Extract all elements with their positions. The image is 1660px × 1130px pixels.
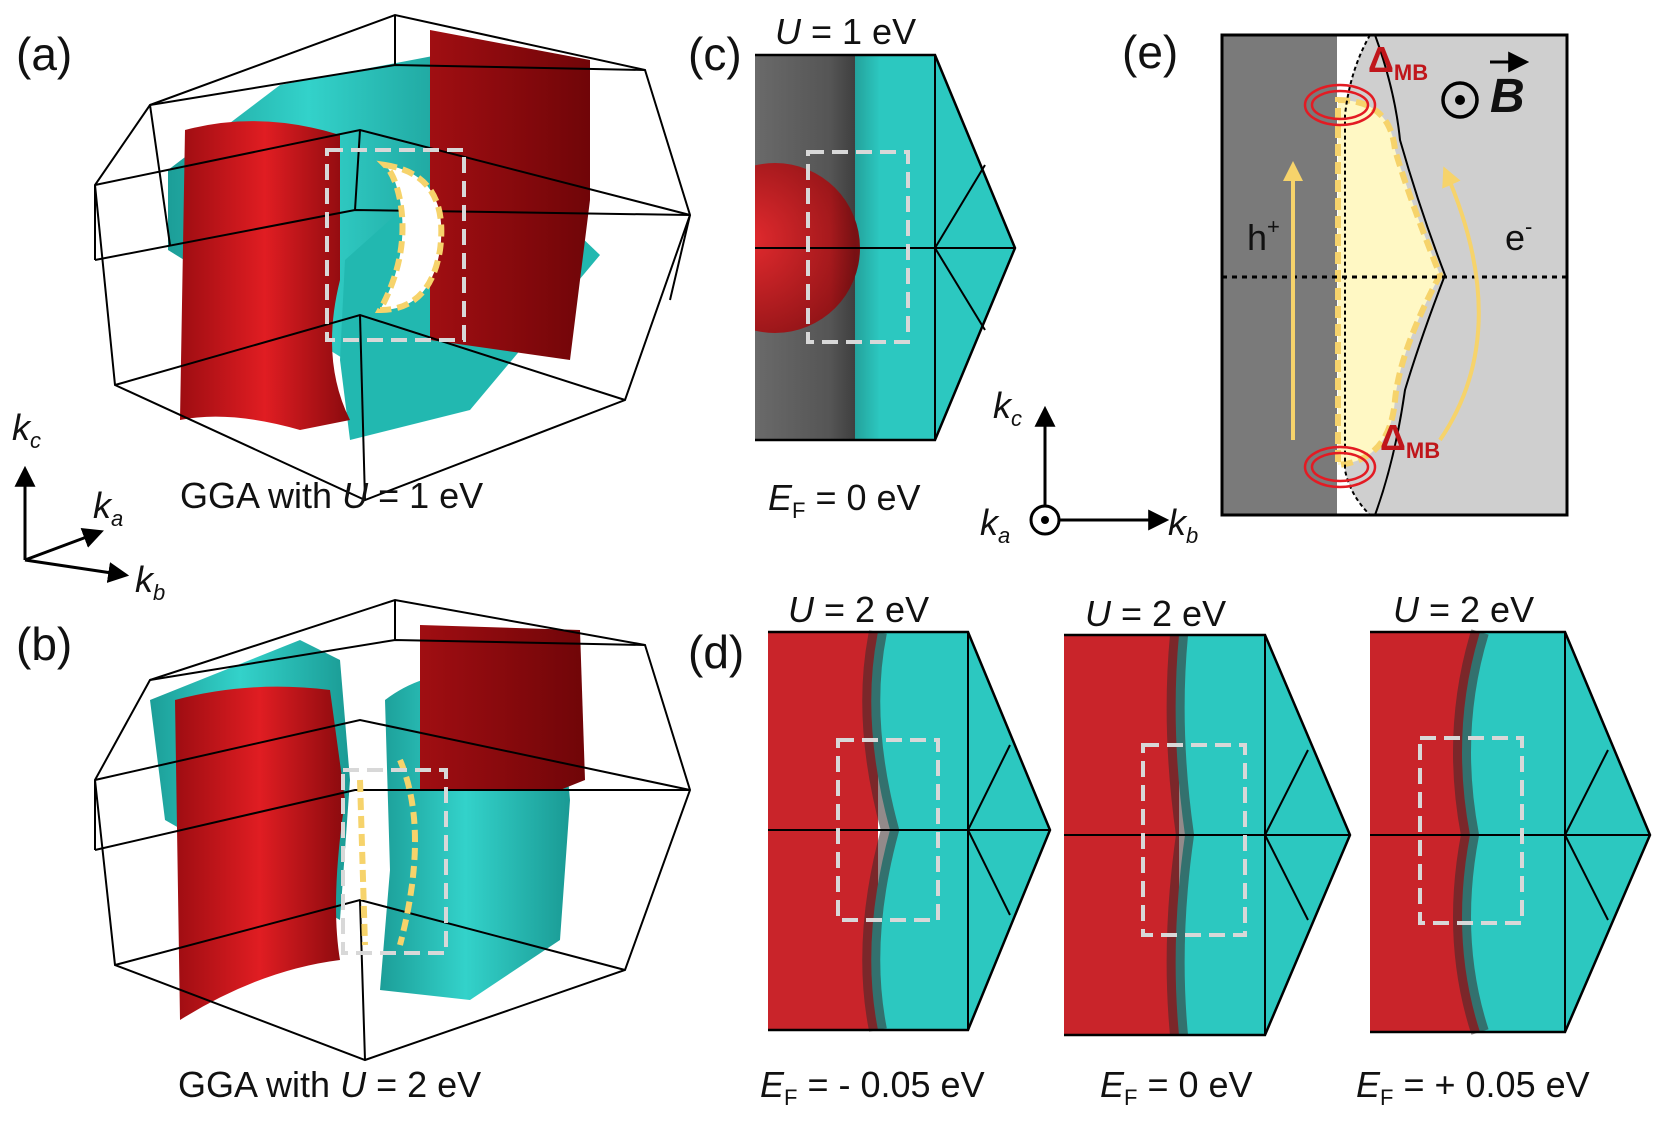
axis-kb-3d: kb (135, 559, 165, 605)
axis-ka-2d: ka (980, 502, 1010, 548)
hole-label: h+ (1247, 214, 1280, 258)
panel-e-frame (1220, 33, 1569, 517)
axes-2d: kc ka kb (980, 385, 1198, 548)
panel-c: (c) U = 1 eV EF = 0 eV (688, 11, 1017, 523)
orbit-outline-b (357, 758, 418, 946)
slice-d3: U = 2 eV EF = + 0.05 eV (1356, 589, 1652, 1110)
red-fermi-surface-b (175, 625, 585, 1020)
axis-ka-3d: ka (93, 485, 123, 531)
dashed-box-d1 (836, 738, 940, 922)
slice-d2: U = 2 eV EF = 0 eV (1064, 593, 1352, 1110)
hole-region (1222, 35, 1337, 515)
caption-b: GGA with U = 2 eV (178, 1064, 481, 1105)
caption-a: GGA with U = 1 eV (180, 475, 483, 516)
electron-label: e- (1505, 214, 1532, 258)
mb-gap-label-top: ΔMB (1368, 39, 1428, 85)
panel-b: (b) GGA with U = 2 eV (16, 598, 692, 1105)
slice-c-bottom-label: EF = 0 eV (768, 477, 921, 523)
brillouin-zone-a (93, 13, 692, 502)
orbit-outline-a (374, 160, 445, 314)
field-label: B (1490, 70, 1525, 123)
panel-a-letter: (a) (16, 28, 72, 80)
slice-d1-top-label: U = 2 eV (788, 589, 929, 630)
dashed-box-a (325, 148, 466, 342)
slice-d1-bottom-label: EF = - 0.05 eV (760, 1064, 985, 1110)
panel-a: (a) GGA with U = 1 eV (16, 13, 692, 516)
breakdown-ring-top (1303, 83, 1377, 127)
slice-d3-top-label: U = 2 eV (1393, 589, 1534, 630)
slice-d3-bottom-label: EF = + 0.05 eV (1356, 1064, 1590, 1110)
axes-3d: kc ka kb (12, 407, 165, 605)
mb-gap-label-bottom: ΔMB (1380, 417, 1440, 463)
panel-d-letter: (d) (688, 626, 744, 678)
dashed-box-d3 (1418, 736, 1524, 925)
electron-orbit (1335, 96, 1444, 469)
dashed-box-b (341, 768, 448, 955)
electron-arrow (1438, 166, 1481, 442)
dashed-box-c (806, 150, 910, 344)
red-fermi-surface-a (180, 30, 590, 430)
panel-b-letter: (b) (16, 618, 72, 670)
axis-kb-2d: kb (1168, 502, 1198, 548)
slice-d2-bottom-label: EF = 0 eV (1100, 1064, 1253, 1110)
panel-c-letter: (c) (688, 28, 742, 80)
brillouin-zone-b (93, 598, 692, 1062)
axis-kc-2d: kc (993, 385, 1022, 431)
dashed-box-d2 (1141, 743, 1247, 937)
slice-d1: U = 2 eV EF = - 0.05 eV (760, 589, 1052, 1110)
breakdown-ring-bottom (1303, 445, 1377, 489)
panel-e-letter: (e) (1122, 26, 1178, 78)
panel-e: (e) h+ e- ΔMB ΔMB B (1122, 26, 1569, 517)
slice-d2-top-label: U = 2 eV (1085, 593, 1226, 634)
axis-kc-3d: kc (12, 407, 41, 453)
slice-c-top-label: U = 1 eV (775, 11, 916, 52)
panel-d: (d) U = 2 eV EF = - 0.05 eV U = 2 eV EF … (688, 589, 1652, 1110)
